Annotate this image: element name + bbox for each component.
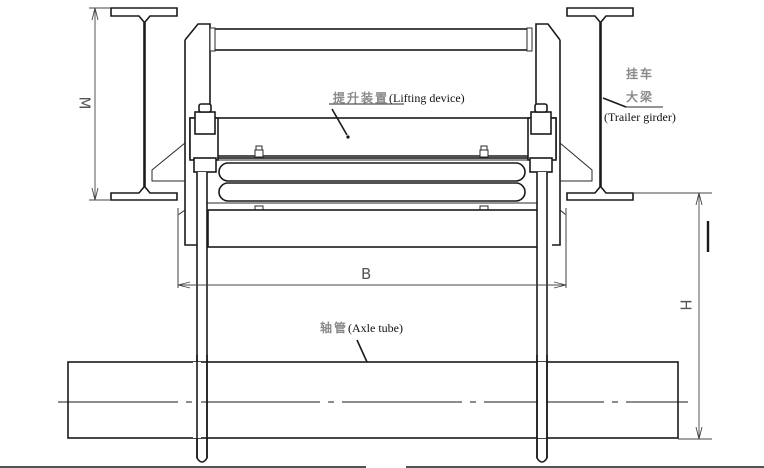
lifting-device-label-en: (Lifting device)	[389, 91, 465, 105]
dimension-h	[633, 192, 712, 440]
axle-tube-label: 轴管(Axle tube)	[320, 321, 403, 335]
leader-axle-tube	[356, 339, 368, 363]
axle-tube-label-cn: 轴管	[320, 321, 349, 335]
dimension-m	[89, 7, 111, 201]
lower-plate	[207, 209, 547, 248]
right-trailer-girder	[566, 7, 634, 201]
dimension-h-label: H	[676, 299, 695, 311]
dimension-b-label: B	[361, 265, 372, 283]
bellows-nut-top-right	[479, 145, 489, 158]
leader-trailer-girder	[602, 97, 663, 108]
air-bellows	[205, 145, 540, 217]
left-trailer-girder	[110, 7, 178, 201]
axle-tube	[58, 355, 688, 458]
trailer-girder-label-cn-2: 大梁	[626, 90, 655, 104]
bellows-nut-top-left	[254, 145, 264, 158]
dimension-b	[177, 208, 567, 289]
lifting-device-label: 提升装置(Lifting device)	[333, 91, 465, 105]
lifting-device-label-cn: 提升装置	[333, 91, 390, 105]
upper-mount-plate	[189, 117, 557, 159]
leader-lifting-device	[329, 103, 404, 139]
trailer-girder-label-en: (Trailer girder)	[604, 110, 676, 124]
axle-tube-label-en: (Axle tube)	[348, 321, 403, 335]
top-cross-tube	[209, 27, 533, 52]
dimension-m-label: M	[75, 96, 94, 110]
trailer-girder-label-cn-1: 挂车	[626, 67, 655, 81]
